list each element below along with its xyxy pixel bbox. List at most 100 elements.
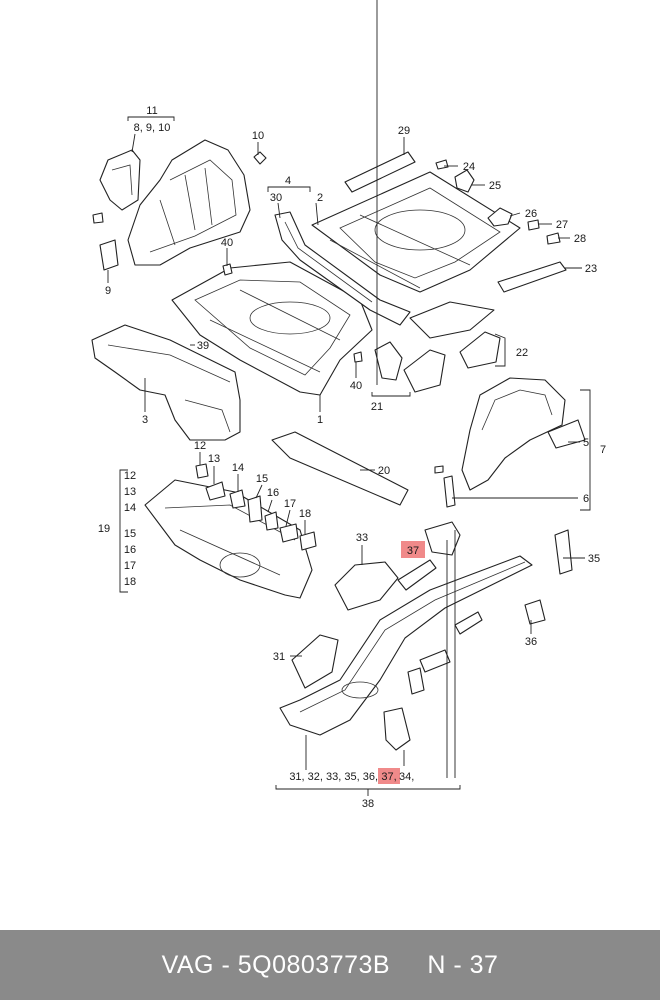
part-26-cap [487,207,513,227]
part-10-clip [253,151,267,165]
part-32-bracket-b [454,611,483,635]
label-25: 25 [489,180,501,192]
label-12-top: 12 [194,440,206,452]
part-27-clip [527,219,540,231]
part-29-rail [344,151,416,193]
position-text: N - 37 [427,950,499,979]
label-31: 31 [273,651,285,663]
part-13-bracket [205,481,226,501]
highlight-37-list [378,768,400,784]
exploded-parts-diagram: 11 8, 9, 10 10 29 24 25 4 30 2 40 26 27 … [91,0,606,810]
part-34-bracket [383,707,411,751]
part-33-panel [334,561,399,611]
label-10: 10 [252,130,264,142]
part-20-crossmember [271,431,409,506]
label-11: 11 [146,105,157,117]
part-21-bracket-b [403,349,446,393]
part-2-rear-floor [311,171,521,293]
label-37: 37 [407,545,419,557]
label-36: 36 [525,636,537,648]
part-14-bracket [229,489,246,509]
label-14-top: 14 [232,462,244,474]
label-2: 2 [317,192,323,204]
label-12-list: 12 [124,470,136,482]
part-40-clip-upper [222,263,233,276]
part-3-rear-panel [91,324,241,441]
part-38-longitudinal-member [279,555,533,736]
label-27: 27 [556,219,568,231]
label-15-top: 15 [256,473,268,485]
part-7-wheelhouse [461,377,566,491]
part-21-bracket-a [374,341,403,381]
part-17-bracket [279,523,299,543]
label-14-list: 14 [124,502,136,514]
label-19: 19 [98,523,110,535]
label-40-lower: 40 [350,380,362,392]
part-32-bracket-c [407,667,425,695]
label-22: 22 [516,347,528,359]
part-22-bracket-b [459,331,501,369]
part-36-bracket [524,599,546,625]
part-number-text: 5Q0803773B [237,950,391,979]
label-18-list: 18 [124,576,136,588]
part-8-bracket [99,149,141,211]
label-23: 23 [585,263,597,275]
label-15-list: 15 [124,528,136,540]
part-25-bracket [454,169,475,193]
label-35: 35 [588,553,600,565]
label-7: 7 [600,444,606,456]
label-40-upper: 40 [221,237,233,249]
small-clip [92,212,104,224]
part-16-bracket [264,511,279,531]
part-6-clip [434,465,444,474]
part-28-clip [546,232,561,245]
part-1-floor-panel [171,261,373,396]
part-number-footer: VAG - 5Q0803773B N - 37 [0,930,660,1000]
label-21: 21 [371,401,383,413]
label-9: 9 [105,285,111,297]
part-11-quarter-panel [127,139,251,266]
label-3: 3 [142,414,148,426]
part-23-crossmember [497,261,567,293]
bottom-parts-list-c: 34, [399,771,414,783]
label-24: 24 [463,161,475,173]
label-17-top: 17 [284,498,296,510]
separator-text: - [214,950,238,979]
label-13-top: 13 [208,453,220,465]
label-26: 26 [525,208,537,220]
label-16-top: 16 [267,487,279,499]
leader-lines [107,0,591,796]
part-9-bracket [99,239,119,271]
part-37-bracket [397,559,437,591]
label-13-list: 13 [124,486,136,498]
part-31-bracket [291,634,339,689]
part-22-bracket-a [409,301,495,339]
label-8-9-10: 8, 9, 10 [134,122,171,134]
label-6: 6 [583,493,589,505]
part-40-clip-lower [353,351,363,363]
label-16-list: 16 [124,544,136,556]
part-12-clip [195,463,209,479]
part-4-rear-member [274,211,411,326]
part-37-upper [424,521,461,556]
part-19-floor-section [144,479,313,599]
label-38: 38 [362,798,374,810]
part-5-bracket [547,419,586,449]
label-28: 28 [574,233,586,245]
bottom-parts-list-b: 37, [381,771,396,783]
label-17-list: 17 [124,560,136,572]
gap-text [390,951,427,980]
label-1: 1 [317,414,323,426]
part-32-bracket-a [419,649,451,673]
label-39: 39 [197,340,209,352]
part-15-bracket [247,495,263,523]
part-24-clip [435,159,449,170]
label-29: 29 [398,125,410,137]
brand-text: VAG [161,950,215,979]
label-33: 33 [356,532,368,544]
part-35-bracket [554,529,573,575]
label-5: 5 [583,437,589,449]
label-30: 30 [270,192,282,204]
label-18-top: 18 [299,508,311,520]
highlight-37-callout [401,541,425,558]
